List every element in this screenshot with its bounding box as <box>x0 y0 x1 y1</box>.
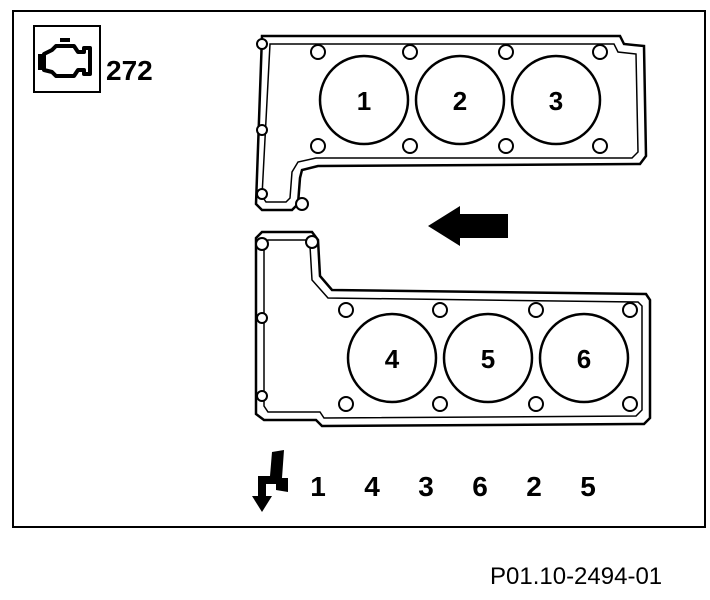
firing-order: 1 4 3 6 2 5 <box>252 450 596 512</box>
firing-order-number: 5 <box>580 471 596 502</box>
firing-order-number: 4 <box>364 471 380 502</box>
cylinder-label: 5 <box>481 344 495 374</box>
arrow-left-icon <box>428 206 508 246</box>
engine-code: 272 <box>106 55 153 86</box>
diagram-frame <box>12 10 706 528</box>
cylinder-label: 3 <box>549 86 563 116</box>
cylinder-label: 2 <box>453 86 467 116</box>
cylinder-label: 6 <box>577 344 591 374</box>
engine-icon <box>38 38 92 78</box>
cylinder-bank-upper: 1 2 3 <box>254 34 648 212</box>
firing-order-number: 1 <box>310 471 326 502</box>
firing-order-number: 6 <box>472 471 488 502</box>
firing-order-number: 3 <box>418 471 434 502</box>
cylinder-bank-lower: 4 5 6 <box>254 230 652 428</box>
engine-badge: 272 <box>33 25 153 93</box>
cylinder-label: 4 <box>385 344 400 374</box>
cylinder-label: 1 <box>357 86 371 116</box>
figure-reference: P01.10-2494-01 <box>490 563 663 590</box>
firing-order-number: 2 <box>526 471 542 502</box>
ignition-spark-icon <box>252 450 288 512</box>
